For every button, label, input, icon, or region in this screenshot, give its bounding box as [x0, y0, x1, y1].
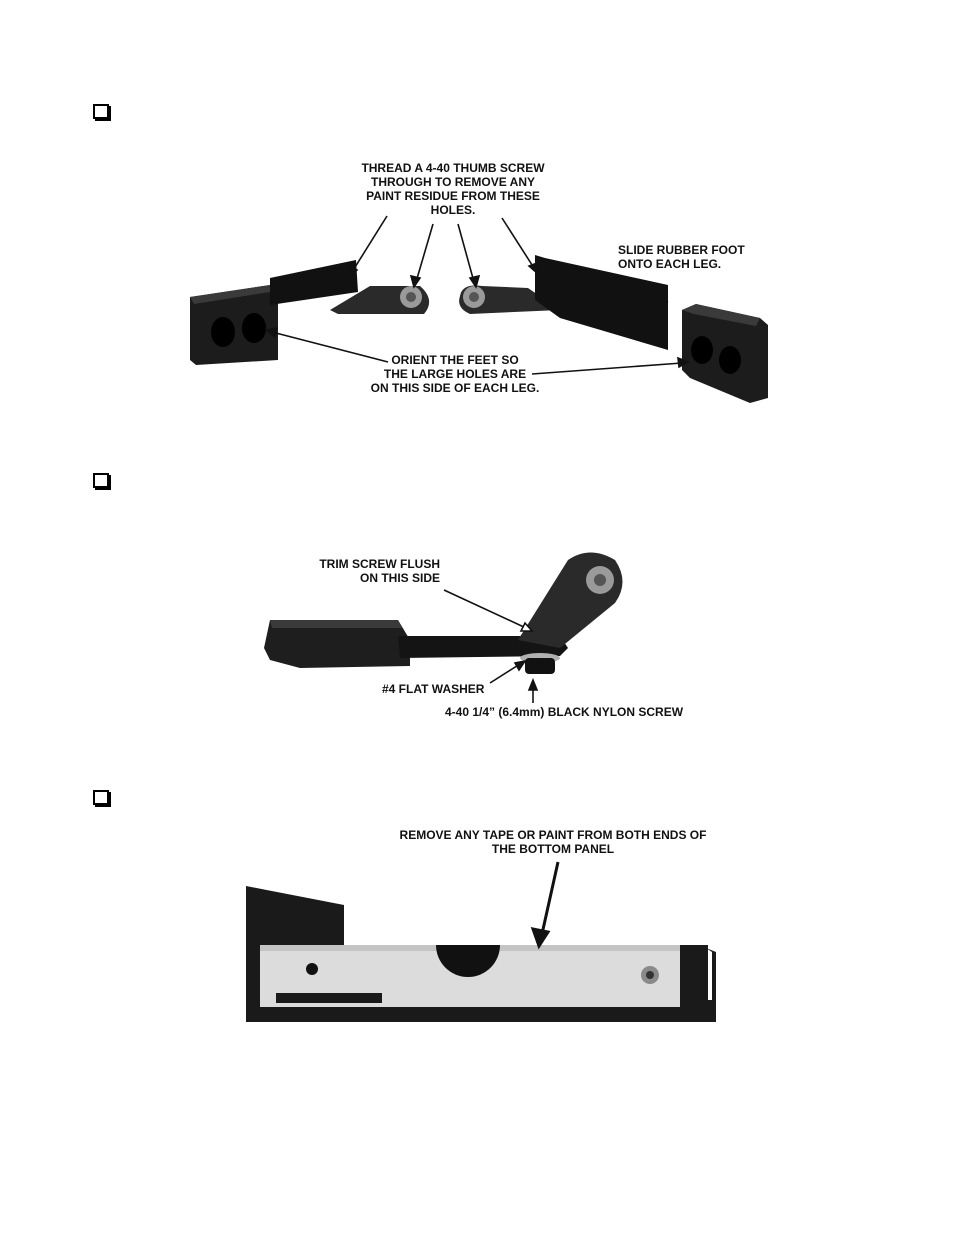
left-leg-plate: [270, 260, 358, 305]
bottom-panel: [246, 886, 716, 1022]
right-bracket: [459, 285, 560, 314]
left-bracket: [330, 286, 430, 314]
upright-bracket: [518, 552, 623, 648]
trim-screw-annotation: TRIM SCREW FLUSH ON THIS SIDE: [319, 557, 440, 585]
left-rubber-foot: [190, 285, 278, 365]
slide-rubber-foot-annotation: SLIDE RUBBER FOOT ONTO EACH LEG.: [618, 243, 745, 271]
right-rubber-foot: [682, 304, 768, 403]
flat-washer-and-nylon-screw: [520, 653, 560, 674]
step-1-checkbox[interactable]: [93, 104, 109, 119]
step-3-checkbox[interactable]: [93, 790, 109, 805]
step-3-arrow: [530, 861, 560, 950]
thread-screw-annotation: THREAD A 4-40 THUMB SCREW THROUGH TO REM…: [361, 161, 545, 217]
orient-feet-annotation: ORIENT THE FEET SO THE LARGE HOLES ARE O…: [370, 353, 540, 395]
leg-with-foot: [264, 620, 568, 668]
remove-tape-annotation: REMOVE ANY TAPE OR PAINT FROM BOTH ENDS …: [399, 828, 707, 856]
step-2-checkbox[interactable]: [93, 473, 109, 488]
right-leg-plate: [535, 255, 668, 350]
flat-washer-annotation: #4 FLAT WASHER: [382, 682, 485, 696]
step-1-arrows: [264, 215, 690, 375]
step-2-arrows: [443, 589, 539, 703]
nylon-screw-annotation: 4-40 1/4” (6.4mm) BLACK NYLON SCREW: [445, 705, 684, 719]
